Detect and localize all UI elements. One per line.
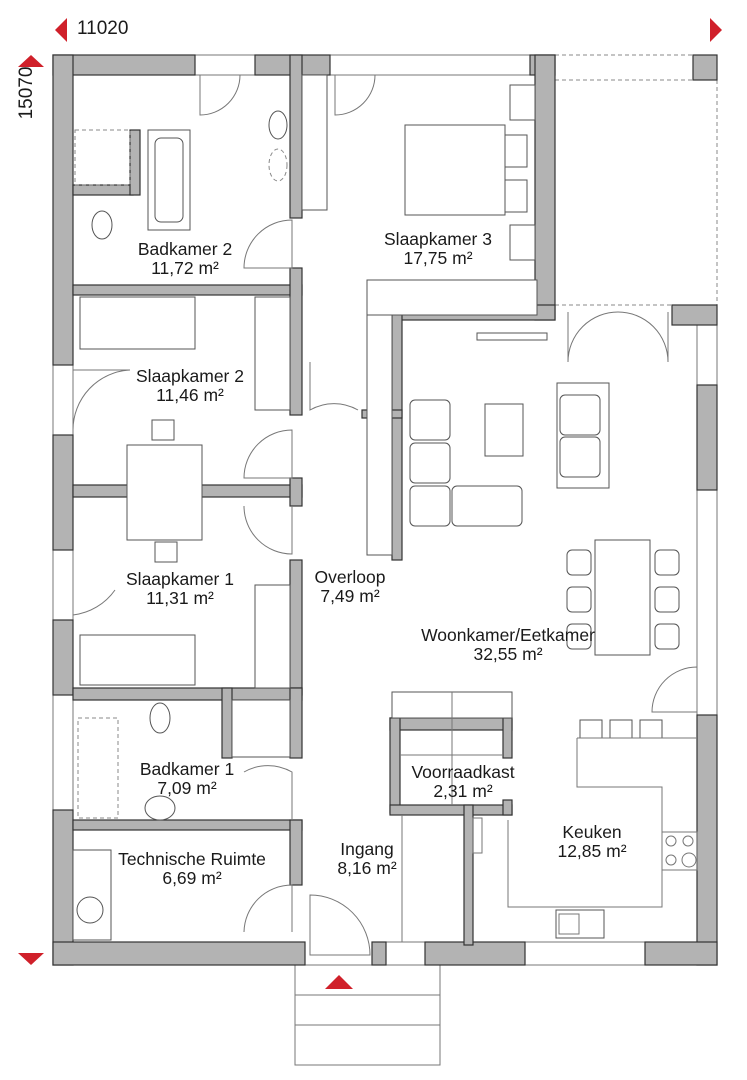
depth-end-arrow [18, 953, 44, 965]
doors [72, 74, 698, 956]
width-start-arrow [55, 18, 67, 42]
width-end-arrow [710, 18, 722, 42]
terrace-outline [555, 54, 718, 306]
depth-dimension: 15070 [16, 66, 37, 120]
entrance-steps [294, 964, 441, 1066]
entrance-arrow [325, 975, 353, 989]
width-dimension: 11020 [77, 18, 129, 39]
furniture [72, 74, 698, 942]
depth-start-arrow [18, 55, 44, 67]
